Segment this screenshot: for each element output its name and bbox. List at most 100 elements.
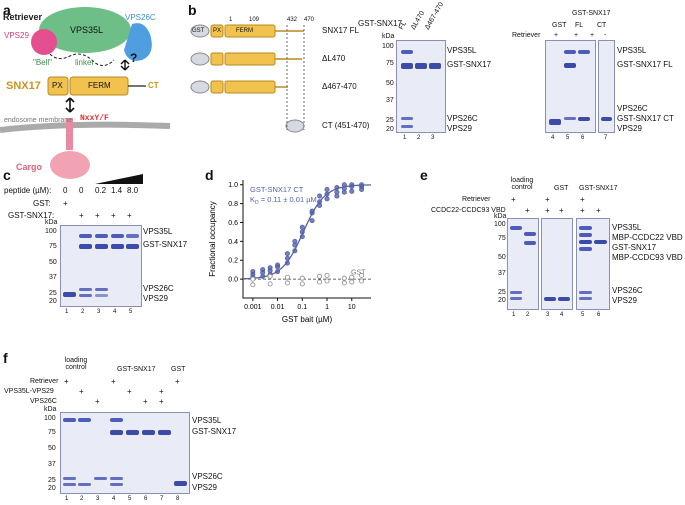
construct-d467: Δ467-470 bbox=[322, 82, 357, 91]
lane-num: 4 bbox=[113, 309, 117, 315]
vps29-label: VPS29 bbox=[4, 31, 29, 40]
x-tick-label: 0.001 bbox=[244, 304, 262, 311]
kda-label: kDa bbox=[494, 213, 507, 220]
panel-label-f: f bbox=[3, 350, 8, 366]
gel-e-gst bbox=[541, 218, 573, 310]
conc-value: 0.2 bbox=[95, 186, 107, 195]
gel-c-band: VPS29 bbox=[143, 294, 168, 303]
gel-b1-lane-num: 2 bbox=[417, 135, 421, 141]
motif-label: NxxY/F bbox=[80, 114, 109, 123]
kda-100: 100 bbox=[494, 221, 506, 228]
vps26c-shape bbox=[124, 23, 152, 61]
gst-point bbox=[267, 281, 273, 287]
gel-e-band: MBP-CCDC22 VBD bbox=[612, 233, 683, 242]
kda-75: 75 bbox=[498, 235, 506, 242]
gst-tag bbox=[190, 80, 210, 94]
kda-label: kDa bbox=[44, 406, 57, 413]
gel-b1-lane-num: 3 bbox=[431, 135, 435, 141]
sign: + bbox=[580, 195, 585, 204]
panel-label-b: b bbox=[188, 2, 197, 18]
px-domain bbox=[210, 24, 224, 38]
sign: + bbox=[590, 32, 595, 39]
gel-b1-title: GST-SNX17 bbox=[358, 19, 403, 28]
construct-ct: CT (451-470) bbox=[322, 121, 370, 130]
ferm-text: FERM bbox=[236, 28, 253, 34]
snx17-ct-point bbox=[250, 269, 256, 275]
kda-50: 50 bbox=[498, 254, 506, 261]
gel-b2 bbox=[545, 40, 596, 133]
sign: + bbox=[596, 206, 601, 215]
snx17-ct-point bbox=[334, 185, 340, 191]
gel-e-band: MBP-CCDC93 VBD bbox=[612, 253, 683, 262]
construct-fl: SNX17 FL bbox=[322, 26, 359, 35]
gel-e-band: VPS35L bbox=[612, 223, 642, 232]
gel-f-band: VPS29 bbox=[192, 483, 217, 492]
kda-50: 50 bbox=[386, 80, 394, 87]
snx17-ct-point bbox=[299, 234, 305, 240]
gel-b1-band-vps35l: VPS35L bbox=[447, 46, 477, 55]
gst-point bbox=[284, 280, 290, 286]
lane-num: 4 bbox=[551, 135, 555, 141]
linker-label: linker bbox=[75, 58, 95, 67]
vps26c-label: VPS26C bbox=[125, 13, 156, 22]
sign: + bbox=[554, 32, 559, 39]
header-gst: GST bbox=[554, 185, 569, 192]
snx17-ct-point bbox=[324, 196, 330, 202]
lane-num: 2 bbox=[81, 309, 85, 315]
kda-20: 20 bbox=[386, 126, 394, 133]
cargo-label: Cargo bbox=[16, 162, 43, 172]
snx17-ct-point bbox=[324, 186, 330, 192]
cargo-body bbox=[50, 151, 90, 179]
sign: + bbox=[79, 211, 84, 220]
gst-point bbox=[359, 272, 365, 278]
snx17-label: SNX17 bbox=[6, 80, 41, 92]
lane-num: 6 bbox=[144, 496, 148, 502]
lane-num: 7 bbox=[604, 135, 608, 141]
snx17-ct-point bbox=[284, 260, 290, 266]
y-tick-label: 0.0 bbox=[228, 277, 238, 284]
header-loading: loading control bbox=[64, 357, 88, 371]
vps35l-label: VPS35L bbox=[70, 25, 104, 35]
sign: + bbox=[111, 377, 116, 386]
gel-e-loading bbox=[507, 218, 539, 310]
conc-value: 0 bbox=[79, 186, 84, 195]
snx17-ct-point bbox=[284, 255, 290, 261]
gel-f-band: VPS35L bbox=[192, 416, 222, 425]
lane-num: 5 bbox=[129, 309, 133, 315]
kda-50: 50 bbox=[49, 259, 57, 266]
conc-value: 0 bbox=[63, 186, 68, 195]
gst-point bbox=[250, 282, 256, 288]
lane-num: 8 bbox=[176, 496, 180, 502]
px-text: PX bbox=[213, 28, 222, 34]
lane-num: 4 bbox=[112, 496, 116, 502]
gel-b1-lane-num: 1 bbox=[403, 135, 407, 141]
vps35l-shape bbox=[39, 7, 131, 53]
gel-b2-fl: FL bbox=[575, 22, 584, 29]
gst-tag bbox=[190, 24, 210, 38]
x-tick-label: 1 bbox=[325, 304, 329, 311]
pos-109: 109 bbox=[249, 17, 260, 23]
membrane-label: endosome membrane bbox=[4, 117, 73, 124]
snx17-ct-point bbox=[275, 262, 281, 268]
retriever-schematic bbox=[0, 7, 171, 179]
gel-f-band: GST-SNX17 bbox=[192, 427, 237, 436]
annotation-series: GST-SNX17 CT bbox=[250, 185, 304, 194]
kda-37: 37 bbox=[386, 97, 394, 104]
sign: + bbox=[111, 211, 116, 220]
gst-series-label: GST bbox=[351, 269, 366, 276]
gst-point bbox=[324, 272, 330, 278]
px-label: PX bbox=[52, 81, 63, 90]
gel-b2-band: VPS26C bbox=[617, 104, 648, 113]
pos-470: 470 bbox=[304, 17, 315, 23]
sign: + bbox=[159, 387, 164, 396]
annotation-kd: KD = 0.11 ± 0.01 µM bbox=[250, 195, 317, 206]
snx17-row: GST-SNX17: bbox=[8, 211, 55, 220]
gst-point bbox=[341, 280, 347, 286]
snx17-ct-point bbox=[284, 251, 290, 257]
snx17-ct-point bbox=[317, 199, 323, 205]
gel-c bbox=[60, 225, 142, 307]
gst-point bbox=[299, 281, 305, 287]
peptide-row: peptide (µM): bbox=[4, 186, 52, 195]
pos-1: 1 bbox=[229, 17, 233, 23]
